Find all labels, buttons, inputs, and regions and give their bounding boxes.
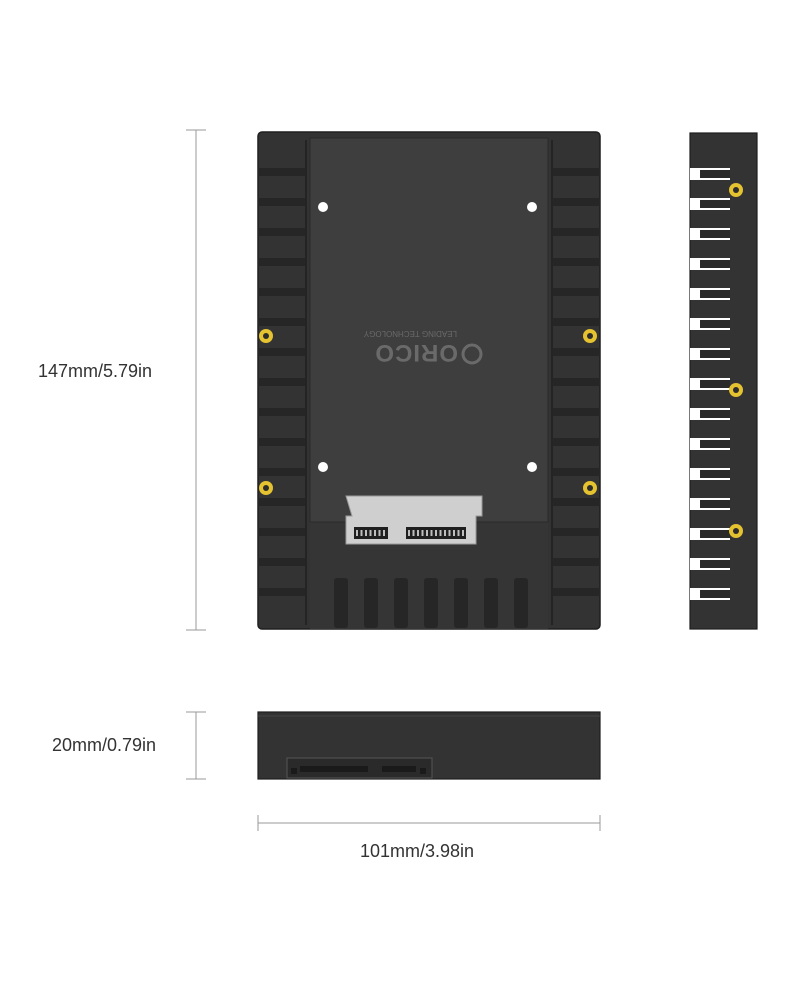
vent-slot — [424, 578, 438, 628]
vent-slot — [484, 578, 498, 628]
rail-rib — [258, 408, 306, 416]
brass-screw — [583, 481, 597, 495]
rail-rib — [258, 318, 306, 326]
rail-rib — [552, 438, 600, 446]
height-dimension-label: 147mm/5.79in — [38, 361, 153, 381]
brass-screw — [259, 329, 273, 343]
rail-rib — [258, 438, 306, 446]
thickness-dimension-label: 20mm/0.79in — [52, 735, 157, 755]
rail-rib — [258, 498, 306, 506]
vent-slot — [334, 578, 348, 628]
width-dimension-label: 101mm/3.98in — [360, 841, 475, 861]
mounting-hole — [318, 462, 328, 472]
rail-rib — [552, 588, 600, 596]
rail-rib — [258, 258, 306, 266]
rail-rib — [258, 558, 306, 566]
rail-rib — [258, 588, 306, 596]
vent-slot — [514, 578, 528, 628]
brass-screw — [259, 481, 273, 495]
vent-slot — [364, 578, 378, 628]
brass-screw — [729, 524, 743, 538]
brand-name: ORICO — [374, 339, 458, 366]
rail-rib — [552, 228, 600, 236]
left-rail-ribs — [258, 140, 307, 625]
rail-rib — [552, 288, 600, 296]
width-dimension-line — [257, 815, 601, 831]
vent-slot — [394, 578, 408, 628]
rail-rib — [258, 528, 306, 536]
mounting-hole — [527, 202, 537, 212]
caddy-top-view: ORICO LEADING TECHNOLOGY — [257, 131, 601, 630]
rail-rib — [552, 528, 600, 536]
rail-rib — [258, 228, 306, 236]
thickness-dimension-line — [186, 711, 206, 780]
brass-screw — [583, 329, 597, 343]
brass-screw — [729, 183, 743, 197]
rail-rib — [258, 468, 306, 476]
caddy-side-view — [689, 132, 758, 630]
right-rail-ribs — [551, 140, 600, 625]
rail-rib — [552, 258, 600, 266]
rail-rib — [552, 348, 600, 356]
mounting-hole — [318, 202, 328, 212]
rail-rib — [258, 168, 306, 176]
caddy-front-view — [257, 711, 601, 780]
height-dimension-line — [186, 129, 206, 631]
mounting-hole — [527, 462, 537, 472]
rail-rib — [258, 348, 306, 356]
orico-logo-mark — [461, 343, 483, 365]
sata-connector — [345, 495, 483, 545]
vent-slot — [454, 578, 468, 628]
rail-rib — [552, 498, 600, 506]
brand-tagline: LEADING TECHNOLOGY — [363, 329, 457, 338]
rail-rib — [552, 318, 600, 326]
rail-rib — [552, 198, 600, 206]
rail-rib — [552, 408, 600, 416]
rail-rib — [258, 378, 306, 386]
rail-rib — [258, 198, 306, 206]
rail-rib — [552, 378, 600, 386]
rail-rib — [552, 168, 600, 176]
rail-rib — [552, 468, 600, 476]
brass-screw — [729, 383, 743, 397]
rail-rib — [258, 288, 306, 296]
rail-rib — [552, 558, 600, 566]
orico-logo: ORICO LEADING TECHNOLOGY — [363, 329, 483, 366]
bottom-vent-slots — [334, 578, 528, 628]
